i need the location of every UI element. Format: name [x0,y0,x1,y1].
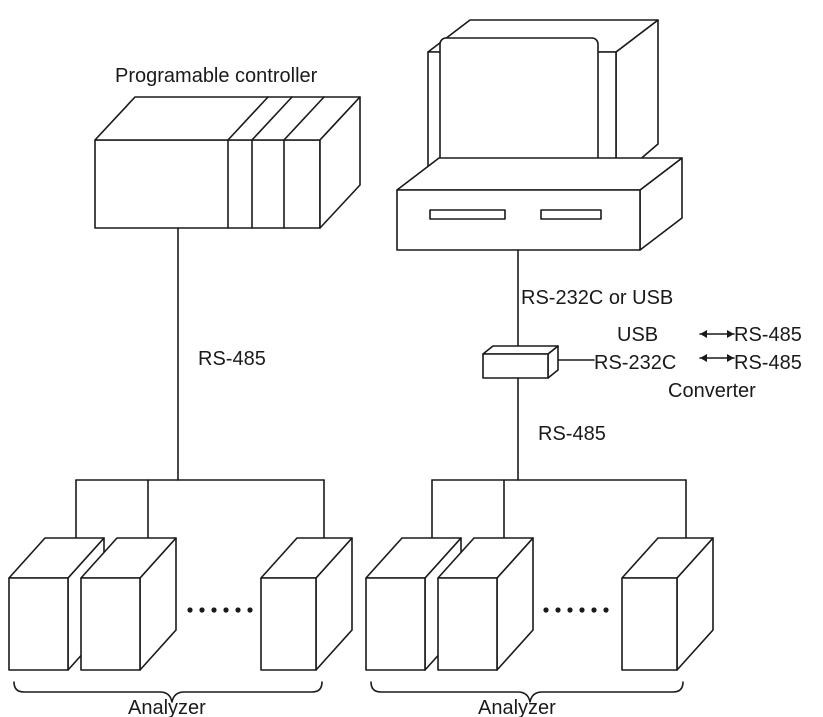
plc-title: Programable controller [115,65,318,87]
dot-ellipsis-icon [543,607,609,613]
left-bus [75,227,325,541]
analyzer-unit [621,537,714,671]
converter-usb-label: USB [617,324,658,346]
double-arrow-icon [699,354,735,362]
converter-title: Converter [668,380,756,402]
right-bus [431,377,687,541]
programmable-controller [94,96,361,229]
analyzer-unit [260,537,353,671]
pc-link-label: RS-232C or USB [521,287,673,309]
double-arrow-icon [699,330,735,338]
analyzer-unit [437,537,534,671]
personal-computer [396,19,683,251]
rs485-left-label: RS-485 [198,348,266,370]
converter-rs485-label-a: RS-485 [734,324,802,346]
converter-rs232c-label: RS-232C [594,352,676,374]
rs485-right-label: RS-485 [538,423,606,445]
dot-ellipsis-icon [187,607,253,613]
analyzer-unit [80,537,177,671]
converter-device [482,345,595,379]
analyzer-left-label: Analyzer [128,697,206,717]
converter-rs485-label-b: RS-485 [734,352,802,374]
right-analyzer-brace [370,681,684,703]
analyzer-right-label: Analyzer [478,697,556,717]
left-analyzer-brace [13,681,323,703]
